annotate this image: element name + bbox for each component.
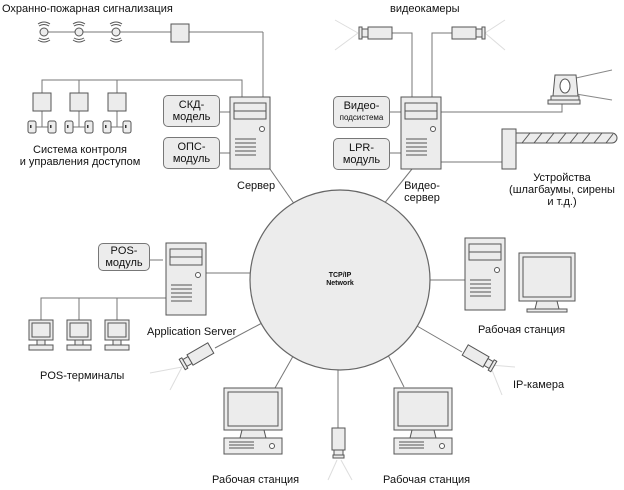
ip-camera-label: IP-камера <box>513 379 565 391</box>
pos-module-line2: модуль <box>105 257 143 269</box>
access-controller <box>69 92 89 112</box>
ip-camera-icon <box>461 344 498 373</box>
card-reader-icon <box>122 120 132 134</box>
pos-module-line1: POS- <box>110 245 138 257</box>
skd-module-line1: СКД- <box>178 99 205 111</box>
alarm-sensor-icon <box>37 21 51 43</box>
workstation-bottom-right-icon <box>393 387 453 455</box>
card-reader-icon <box>47 120 57 134</box>
access-control-label: Система контроля и управления доступом <box>10 144 150 168</box>
workstation-bottom-right-label: Рабочая станция <box>383 474 471 486</box>
fire-alarm-label: Охранно-пожарная сигнализация <box>2 3 173 15</box>
app-server-icon <box>165 242 207 316</box>
workstation-bottom-left-icon <box>223 387 283 455</box>
pos-terminal-icon <box>66 319 92 351</box>
video-server-label-line1: Видео- <box>404 180 440 192</box>
workstation-right-label: Рабочая станция <box>478 324 566 336</box>
lpr-module-line1: LPR- <box>348 142 375 154</box>
network-label: TCP/IP Network <box>300 272 380 288</box>
pos-terminal-icon <box>28 319 54 351</box>
network-label-line2: Network <box>326 280 354 287</box>
app-server-label: Application Server <box>147 326 237 338</box>
video-cameras-label: видеокамеры <box>390 3 460 15</box>
barrier-gate-icon <box>501 128 618 170</box>
lpr-module-line2: модуль <box>342 154 381 166</box>
video-camera-icon <box>451 26 486 40</box>
beacon-rays <box>575 69 613 101</box>
card-reader-icon <box>102 120 112 134</box>
access-control-label-line2: и управления доступом <box>19 156 141 168</box>
video-server-icon <box>400 96 442 170</box>
video-server-label-line2: сервер <box>404 192 440 204</box>
devices-label-line1: Устройства <box>533 172 591 184</box>
devices-label-line3: и т.д.) <box>547 196 577 208</box>
video-module-line2: подсистема <box>339 113 384 122</box>
siren-beacon-icon <box>547 74 581 105</box>
workstation-monitor-icon <box>518 252 576 313</box>
pos-module: POS- модуль <box>98 243 150 271</box>
network-label-line1: TCP/IP <box>328 272 352 279</box>
ops-module-line1: ОПС- <box>177 141 206 153</box>
bottom-camera-icon <box>331 427 346 459</box>
devices-label: Устройства (шлагбаумы, сирены и т.д.) <box>500 172 624 208</box>
connections <box>36 31 563 430</box>
alarm-controller <box>170 23 190 43</box>
video-subsystem-module: Видео- подсистема <box>333 96 390 128</box>
server-icon <box>229 96 271 170</box>
server-label: Сервер <box>237 180 276 192</box>
workstation-tower-icon <box>464 237 506 311</box>
skd-module: СКД- модель <box>163 95 220 127</box>
workstation-bottom-left-label: Рабочая станция <box>212 474 300 486</box>
tcp-ip-network <box>249 189 431 371</box>
card-reader-icon <box>84 120 94 134</box>
pos-terminals-label: POS-терминалы <box>40 370 125 382</box>
ops-module-line2: модуль <box>172 153 211 165</box>
alarm-sensor-icon <box>109 21 123 43</box>
network-camera-icon <box>178 342 215 371</box>
video-camera-icon <box>358 26 393 40</box>
lpr-module: LPR- модуль <box>333 138 390 170</box>
video-module-line1: Видео- <box>343 100 380 112</box>
ops-module: ОПС- модуль <box>163 137 220 169</box>
card-reader-icon <box>27 120 37 134</box>
video-server-label: Видео- сервер <box>398 180 446 204</box>
pos-terminal-icon <box>104 319 130 351</box>
card-reader-icon <box>64 120 74 134</box>
access-control-label-line1: Система контроля <box>33 144 127 156</box>
alarm-sensor-icon <box>72 21 86 43</box>
devices-label-line2: (шлагбаумы, сирены <box>509 184 615 196</box>
skd-module-line2: модель <box>172 111 211 123</box>
access-controller <box>107 92 127 112</box>
access-controller <box>32 92 52 112</box>
